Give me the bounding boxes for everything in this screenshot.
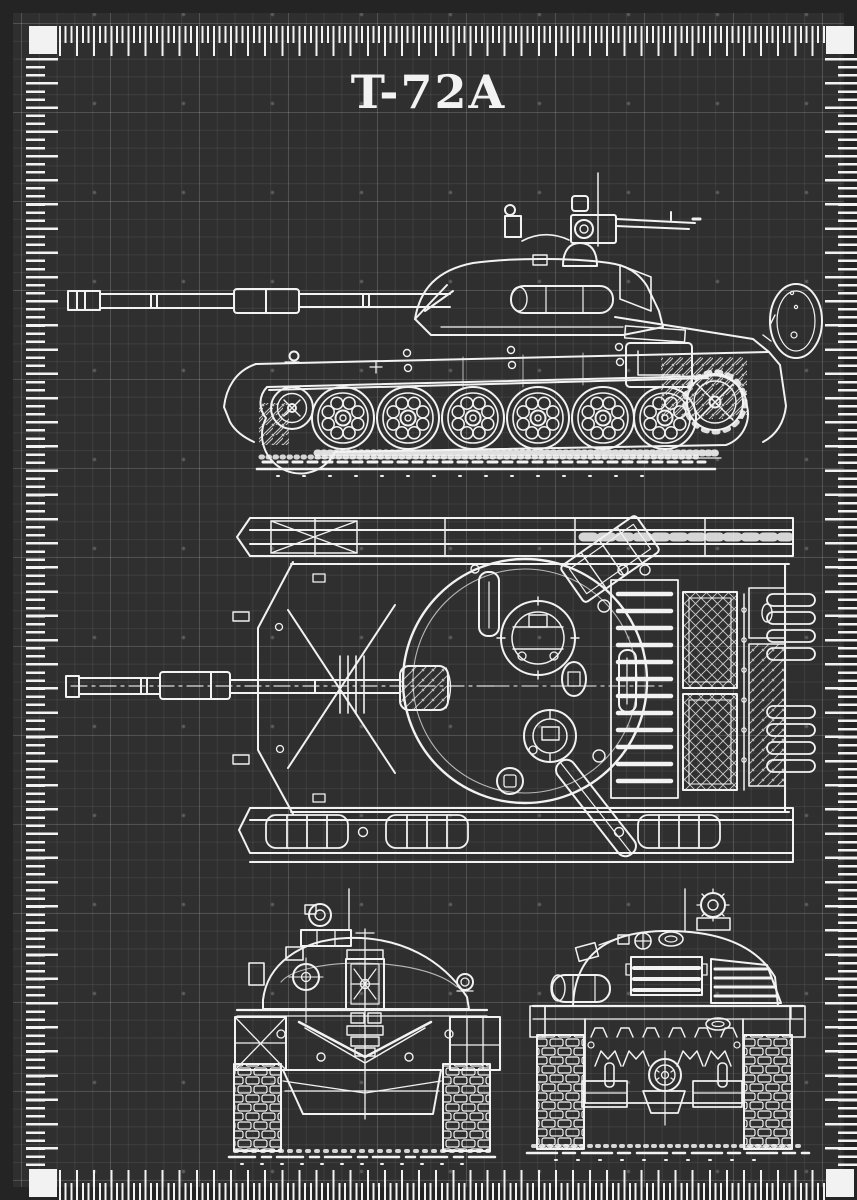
ruler-bottom [59,1170,825,1200]
top-view-drawing [65,515,816,863]
ruler-corner-bottom-right [826,1169,854,1197]
blueprint-board: T-72A [13,13,857,1200]
ruler-top [59,26,825,56]
rear-view-drawing [525,888,811,1161]
ruler-corner-bottom-left [29,1169,57,1197]
ruler-corner-top-right [826,26,854,54]
ruler-right [825,58,857,1168]
poster-title: T-72A [350,65,507,119]
ruler-corner-top-left [29,26,57,54]
ruler-left [26,58,58,1168]
side-view-drawing [67,172,823,477]
front-view-drawing [227,888,501,1165]
